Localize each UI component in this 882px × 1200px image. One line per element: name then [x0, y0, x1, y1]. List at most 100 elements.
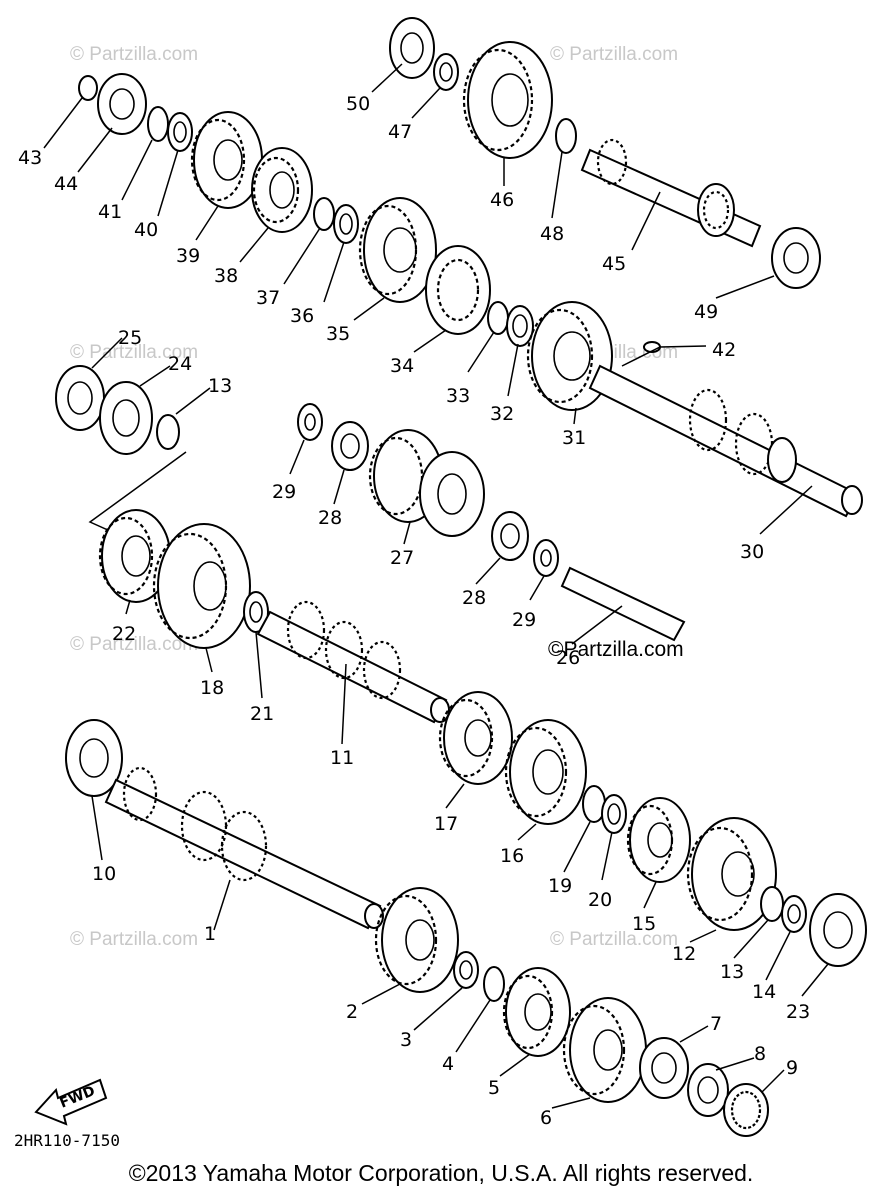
diagram-reference-code: 2HR110-7150 — [14, 1131, 120, 1150]
callout-27: 27 — [390, 547, 414, 569]
callout-36: 36 — [290, 305, 314, 327]
part-gear-34 — [425, 245, 491, 335]
part-gear-15 — [626, 797, 691, 883]
callout-38: 38 — [214, 265, 238, 287]
part-circlip-13 — [156, 414, 180, 450]
callout-28: 28 — [318, 507, 342, 529]
callout-35: 35 — [326, 323, 350, 345]
callout-26: 26 — [556, 647, 580, 669]
part-bearing-24 — [99, 381, 153, 455]
fwd-arrow-icon: FWD — [34, 1078, 108, 1126]
part-circlip-13b — [760, 886, 784, 922]
callout-30: 30 — [740, 541, 764, 563]
part-gear-6 — [562, 997, 647, 1103]
part-shaft-30 — [588, 364, 863, 518]
part-gear-16 — [504, 719, 587, 825]
callout-37: 37 — [256, 287, 280, 309]
part-washer-36 — [333, 204, 359, 244]
callout-45: 45 — [602, 253, 626, 275]
part-shaft-11 — [256, 600, 450, 724]
part-gear-2 — [374, 887, 459, 993]
callout-20: 20 — [588, 889, 612, 911]
callout-4: 4 — [442, 1053, 454, 1075]
part-gear-39 — [190, 111, 263, 209]
callout-19: 19 — [548, 875, 572, 897]
callout-11: 11 — [330, 747, 354, 769]
callout-16: 16 — [500, 845, 524, 867]
part-gear-35 — [358, 197, 437, 303]
part-bearing-28a — [331, 421, 369, 471]
part-bearing-49 — [771, 227, 821, 289]
part-circlip-48 — [555, 118, 577, 154]
part-bearing-23 — [809, 893, 867, 967]
part-collar-7 — [639, 1037, 689, 1099]
callout-29: 29 — [272, 481, 296, 503]
callout-5: 5 — [488, 1077, 500, 1099]
callout-50: 50 — [346, 93, 370, 115]
watermark: © Partzilla.com — [70, 44, 198, 65]
part-clip-43 — [78, 75, 98, 101]
part-washer-47 — [433, 53, 459, 91]
callout-46: 46 — [490, 189, 514, 211]
callout-22: 22 — [112, 623, 136, 645]
callout-25: 25 — [118, 327, 142, 349]
part-gear-12 — [686, 817, 777, 931]
callout-29b: 29 — [512, 609, 536, 631]
callout-9: 9 — [786, 1057, 798, 1079]
callout-2: 2 — [346, 1001, 358, 1023]
callout-33: 33 — [446, 385, 470, 407]
part-shaft-1 — [104, 766, 384, 930]
callout-10: 10 — [92, 863, 116, 885]
part-washer-14 — [781, 895, 807, 933]
callout-24: 24 — [168, 353, 192, 375]
part-nut-9 — [723, 1083, 769, 1137]
callout-32: 32 — [490, 403, 514, 425]
callout-28b: 28 — [462, 587, 486, 609]
part-gear-27 — [368, 429, 485, 537]
part-washer-29a — [297, 403, 323, 441]
part-circlip-33 — [487, 301, 509, 335]
callout-12: 12 — [672, 943, 696, 965]
part-gear-38 — [251, 147, 313, 233]
leader-lines — [43, 63, 829, 1109]
part-washer-3 — [453, 951, 479, 989]
callout-21: 21 — [250, 703, 274, 725]
part-bearing-10 — [65, 719, 123, 797]
copyright-notice: ©2013 Yamaha Motor Corporation, U.S.A. A… — [128, 1160, 754, 1186]
part-bearing-50 — [389, 17, 435, 79]
part-circlip-37 — [313, 197, 335, 231]
callout-13: 13 — [208, 375, 232, 397]
part-bearing-28b — [491, 511, 529, 561]
part-gear-18 — [152, 523, 251, 649]
part-shaft-45 — [580, 138, 762, 248]
part-washer-29b — [533, 539, 559, 577]
callout-1: 1 — [204, 923, 216, 945]
callout-numbers: 50 47 43 44 41 40 39 38 37 36 35 34 33 3… — [18, 93, 810, 1129]
callout-14: 14 — [752, 981, 776, 1003]
part-shaft-26 — [560, 566, 686, 642]
part-washer-40 — [167, 112, 193, 152]
watermark: © Partzilla.com — [550, 44, 678, 65]
watermark: © Partzilla.com — [70, 929, 198, 950]
callout-3: 3 — [400, 1029, 412, 1051]
callout-39: 39 — [176, 245, 200, 267]
callout-15: 15 — [632, 913, 656, 935]
callout-17: 17 — [434, 813, 458, 835]
callout-18: 18 — [200, 677, 224, 699]
watermark: © Partzilla.com — [70, 634, 198, 655]
part-washer-32 — [506, 305, 534, 347]
callout-41: 41 — [98, 201, 122, 223]
callout-34: 34 — [390, 355, 414, 377]
part-bearing-44 — [97, 73, 147, 135]
callout-7: 7 — [710, 1013, 722, 1035]
part-circlip-4 — [483, 966, 505, 1002]
part-bearing-8 — [687, 1063, 729, 1117]
callout-31: 31 — [562, 427, 586, 449]
watermark-dark: ©Partzilla.com — [548, 638, 684, 661]
watermark: © Partzilla.com — [550, 929, 678, 950]
part-circlip-41 — [147, 106, 169, 142]
part-gear-46 — [462, 41, 553, 159]
callout-13b: 13 — [720, 961, 744, 983]
callout-43: 43 — [18, 147, 42, 169]
